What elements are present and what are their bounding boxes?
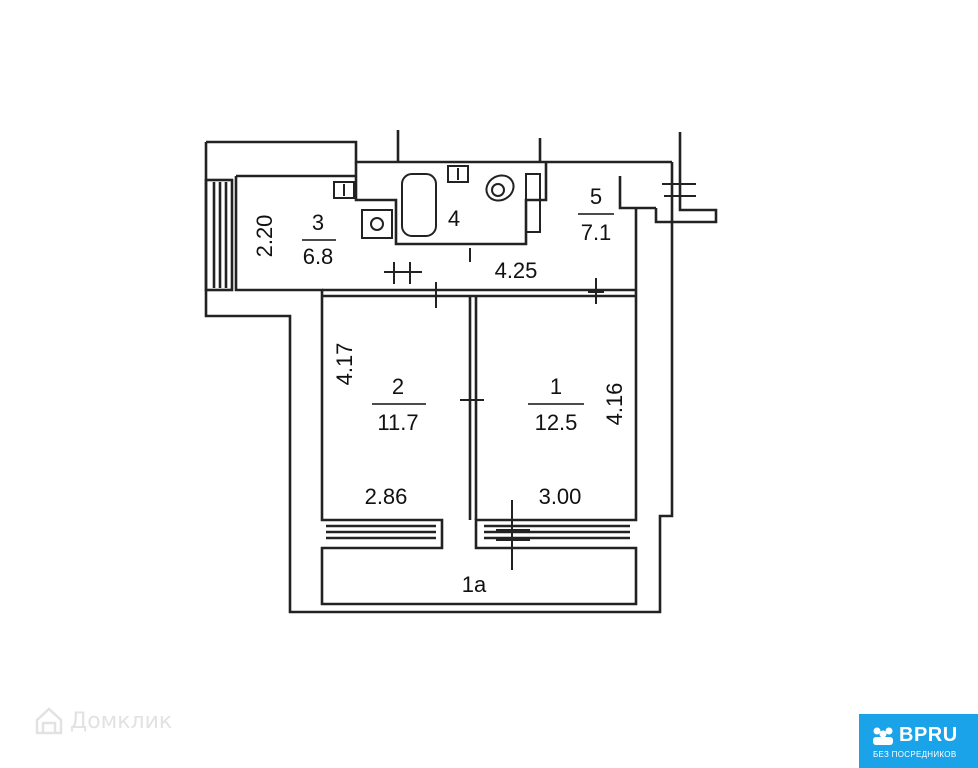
room-1-area: 12.5	[535, 410, 578, 435]
meter-box	[333, 181, 355, 199]
window-left	[204, 178, 234, 292]
bpru-badge: BPRU БЕЗ ПОСРЕДНИКОВ	[859, 714, 978, 768]
dim-286: 2.86	[365, 484, 408, 509]
room-1-number: 1	[550, 374, 562, 399]
room-5-area: 7.1	[581, 220, 612, 245]
room-3-area: 6.8	[303, 244, 334, 269]
outer-wall	[204, 140, 674, 614]
badge-tagline: БЕЗ ПОСРЕДНИКОВ	[873, 750, 957, 759]
window-bottom	[326, 524, 630, 540]
dim-417: 4.17	[332, 343, 357, 386]
sink-icon	[361, 209, 393, 239]
domclick-watermark: Домклик	[34, 706, 172, 736]
dim-425: 4.25	[495, 258, 538, 283]
dim-220: 2.20	[252, 215, 277, 258]
top-wall	[236, 162, 548, 246]
house-icon	[35, 707, 63, 735]
room-3-number: 3	[312, 210, 324, 235]
corridor-wall	[322, 288, 636, 298]
dim-300: 3.00	[539, 484, 582, 509]
badge-brand: BPRU	[899, 724, 958, 746]
dim-416: 4.16	[602, 383, 627, 426]
room-2-number: 2	[392, 374, 404, 399]
inner-wall	[234, 176, 638, 606]
toilet-icon	[485, 174, 515, 202]
room-5-number: 5	[590, 184, 602, 209]
room-2-area: 11.7	[377, 410, 418, 435]
watermark-text: Домклик	[70, 708, 173, 734]
shelf	[525, 173, 541, 233]
room-1a-number: 1a	[462, 572, 487, 597]
door-mark	[384, 262, 422, 284]
partition-wall	[468, 296, 478, 520]
meter-box-2	[447, 165, 469, 183]
room-4-number: 4	[448, 206, 460, 231]
people-icon	[873, 727, 893, 745]
bathtub-icon	[401, 173, 437, 237]
